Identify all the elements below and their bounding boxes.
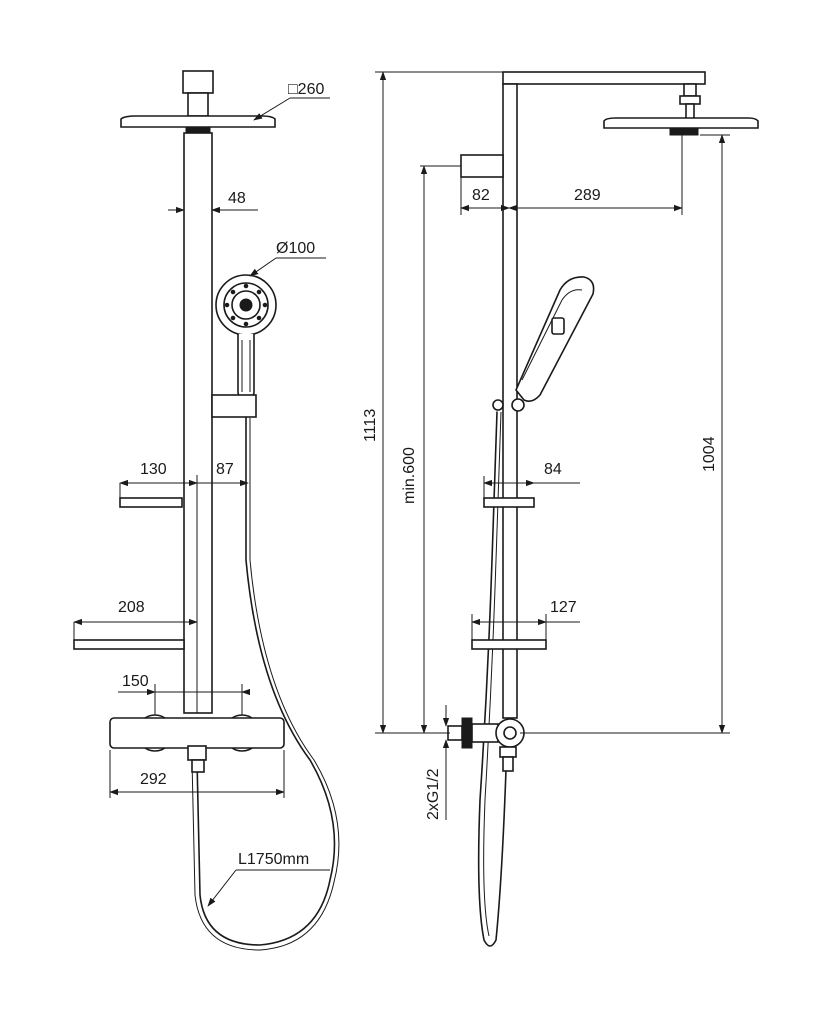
label-side-shelf-small: 84	[544, 461, 562, 478]
label-hose-length: L1750mm	[238, 851, 309, 868]
label-inlet-spacing: 150	[122, 673, 149, 690]
label-handshower-diameter: Ø100	[276, 240, 315, 257]
front-riser-pipe	[183, 132, 213, 714]
label-head-size: □260	[288, 81, 324, 98]
label-hose-offset: 87	[216, 461, 234, 478]
front-shelf-small	[119, 497, 183, 508]
front-hand-shower	[211, 274, 277, 418]
front-view: □260 48 Ø100 130 87 208 150 292	[73, 70, 340, 951]
front-shower-head	[120, 70, 276, 134]
side-hose	[477, 411, 507, 947]
side-wall-bracket	[460, 154, 504, 178]
side-mixer	[447, 717, 525, 772]
label-shelf-small: 130	[140, 461, 167, 478]
label-mixer-width: 292	[140, 771, 167, 788]
side-view: 1113 min.600 82 289 1004 84 127 2xG1/2	[362, 71, 759, 947]
side-shower-arm	[502, 71, 759, 136]
label-total-height: 1113	[362, 409, 379, 442]
label-arm-depth: 82	[472, 187, 490, 204]
front-mixer	[109, 714, 285, 773]
side-shelf-small	[483, 497, 535, 508]
label-head-height: 1004	[701, 436, 718, 472]
label-side-shelf-large: 127	[550, 599, 577, 616]
label-connection: 2xG1/2	[425, 768, 442, 820]
label-arm-projection: 289	[574, 187, 601, 204]
front-hose	[196, 417, 336, 946]
front-shelf-large	[73, 639, 185, 650]
label-pipe-width: 48	[228, 190, 246, 207]
label-shelf-large: 208	[118, 599, 145, 616]
side-shelf-large	[471, 639, 547, 650]
label-min-height: min.600	[401, 447, 418, 504]
side-hand-shower	[492, 276, 595, 412]
